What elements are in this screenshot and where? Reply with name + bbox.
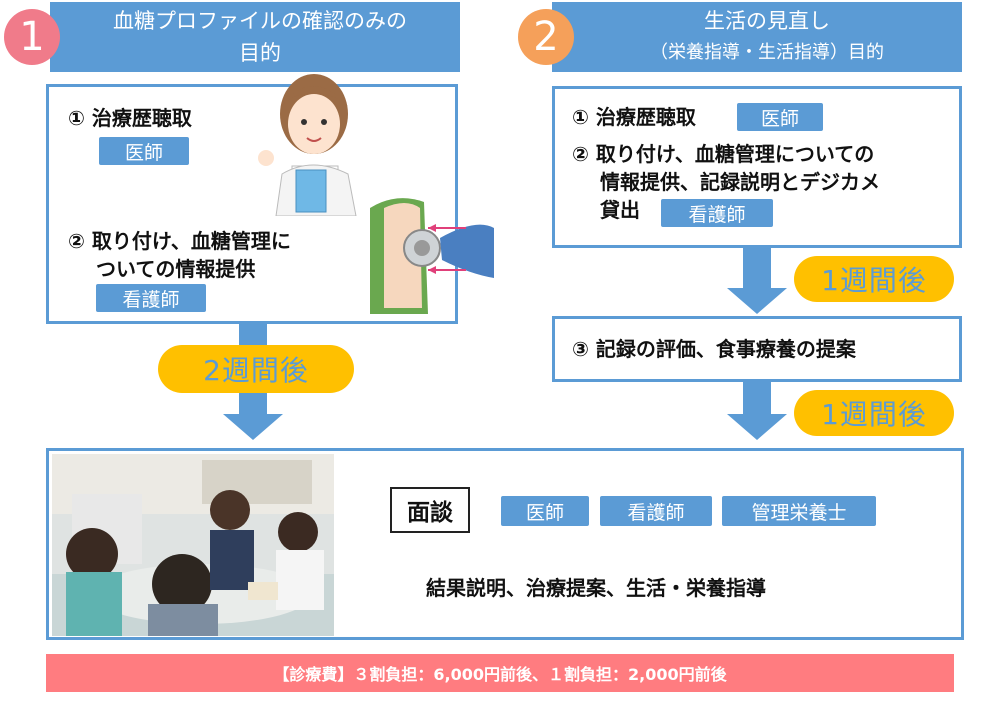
plan2-interval1-pill: 1週間後 [794, 256, 954, 302]
plan2-title-line2: （栄養指導・生活指導）目的 [650, 42, 884, 63]
interview-doctor-tag: 医師 [501, 496, 589, 526]
plan2-arrow1-head [727, 288, 787, 314]
plan2-title-line1: 生活の見直し [704, 9, 830, 33]
interview-label: 面談 [390, 487, 470, 533]
plan1-step1: ① 治療歴聴取 [68, 106, 192, 130]
interview-dietitian-tag: 管理栄養士 [722, 496, 876, 526]
plan2-step2-line1: ② 取り付け、血糖管理についての [572, 142, 875, 166]
plan1-arrow-head [223, 414, 283, 440]
plan2-step1-doctor-tag: 医師 [737, 103, 823, 131]
nurse-illustration [258, 74, 357, 216]
plan2-step2-nurse-tag: 看護師 [661, 199, 773, 227]
plan1-header: 血糖プロファイルの確認のみの 目的 [50, 2, 460, 72]
plan1-step2-line2: ついての情報提供 [96, 257, 256, 281]
plan1-step2-nurse-tag: 看護師 [96, 284, 206, 312]
interview-description: 結果説明、治療提案、生活・栄養指導 [426, 576, 766, 600]
interview-photo [52, 454, 334, 636]
plan2-step3-box [552, 316, 962, 382]
plan2-interval2-pill: 1週間後 [794, 390, 954, 436]
plan1-step1-doctor-tag: 医師 [99, 137, 189, 165]
plan2-step1: ① 治療歴聴取 [572, 105, 696, 129]
plan2-arrow2-head [727, 414, 787, 440]
plan2-step2: ② 取り付け、血糖管理についての 情報提供、記録説明とデジカメ 貸出 [572, 140, 880, 224]
plan1-title-line1: 血糖プロファイルの確認のみの [113, 9, 407, 33]
plan2-step2-line2: 情報提供、記録説明とデジカメ [600, 170, 880, 194]
plan1-title-line2: 目的 [239, 41, 281, 65]
plan2-header: 生活の見直し （栄養指導・生活指導）目的 [552, 2, 962, 72]
plan2-arrow2-shaft [743, 382, 771, 414]
fee-bar: 【診療費】３割負担：6,000円前後、１割負担：2,000円前後 [46, 654, 954, 692]
plan1-step2-line1: ② 取り付け、血糖管理に [68, 229, 291, 253]
plan1-number-badge: 1 [4, 9, 60, 65]
plan1-step2: ② 取り付け、血糖管理に ついての情報提供 [68, 227, 291, 283]
interview-nurse-tag: 看護師 [600, 496, 712, 526]
plan2-step3: ③ 記録の評価、食事療養の提案 [572, 337, 856, 361]
plan2-step2-line3: 貸出 [600, 198, 640, 222]
plan1-interval-pill: 2週間後 [158, 345, 354, 393]
plan2-arrow1-shaft [743, 248, 771, 288]
plan2-number-badge: 2 [518, 9, 574, 65]
sensor-arm-illustration [370, 198, 494, 314]
